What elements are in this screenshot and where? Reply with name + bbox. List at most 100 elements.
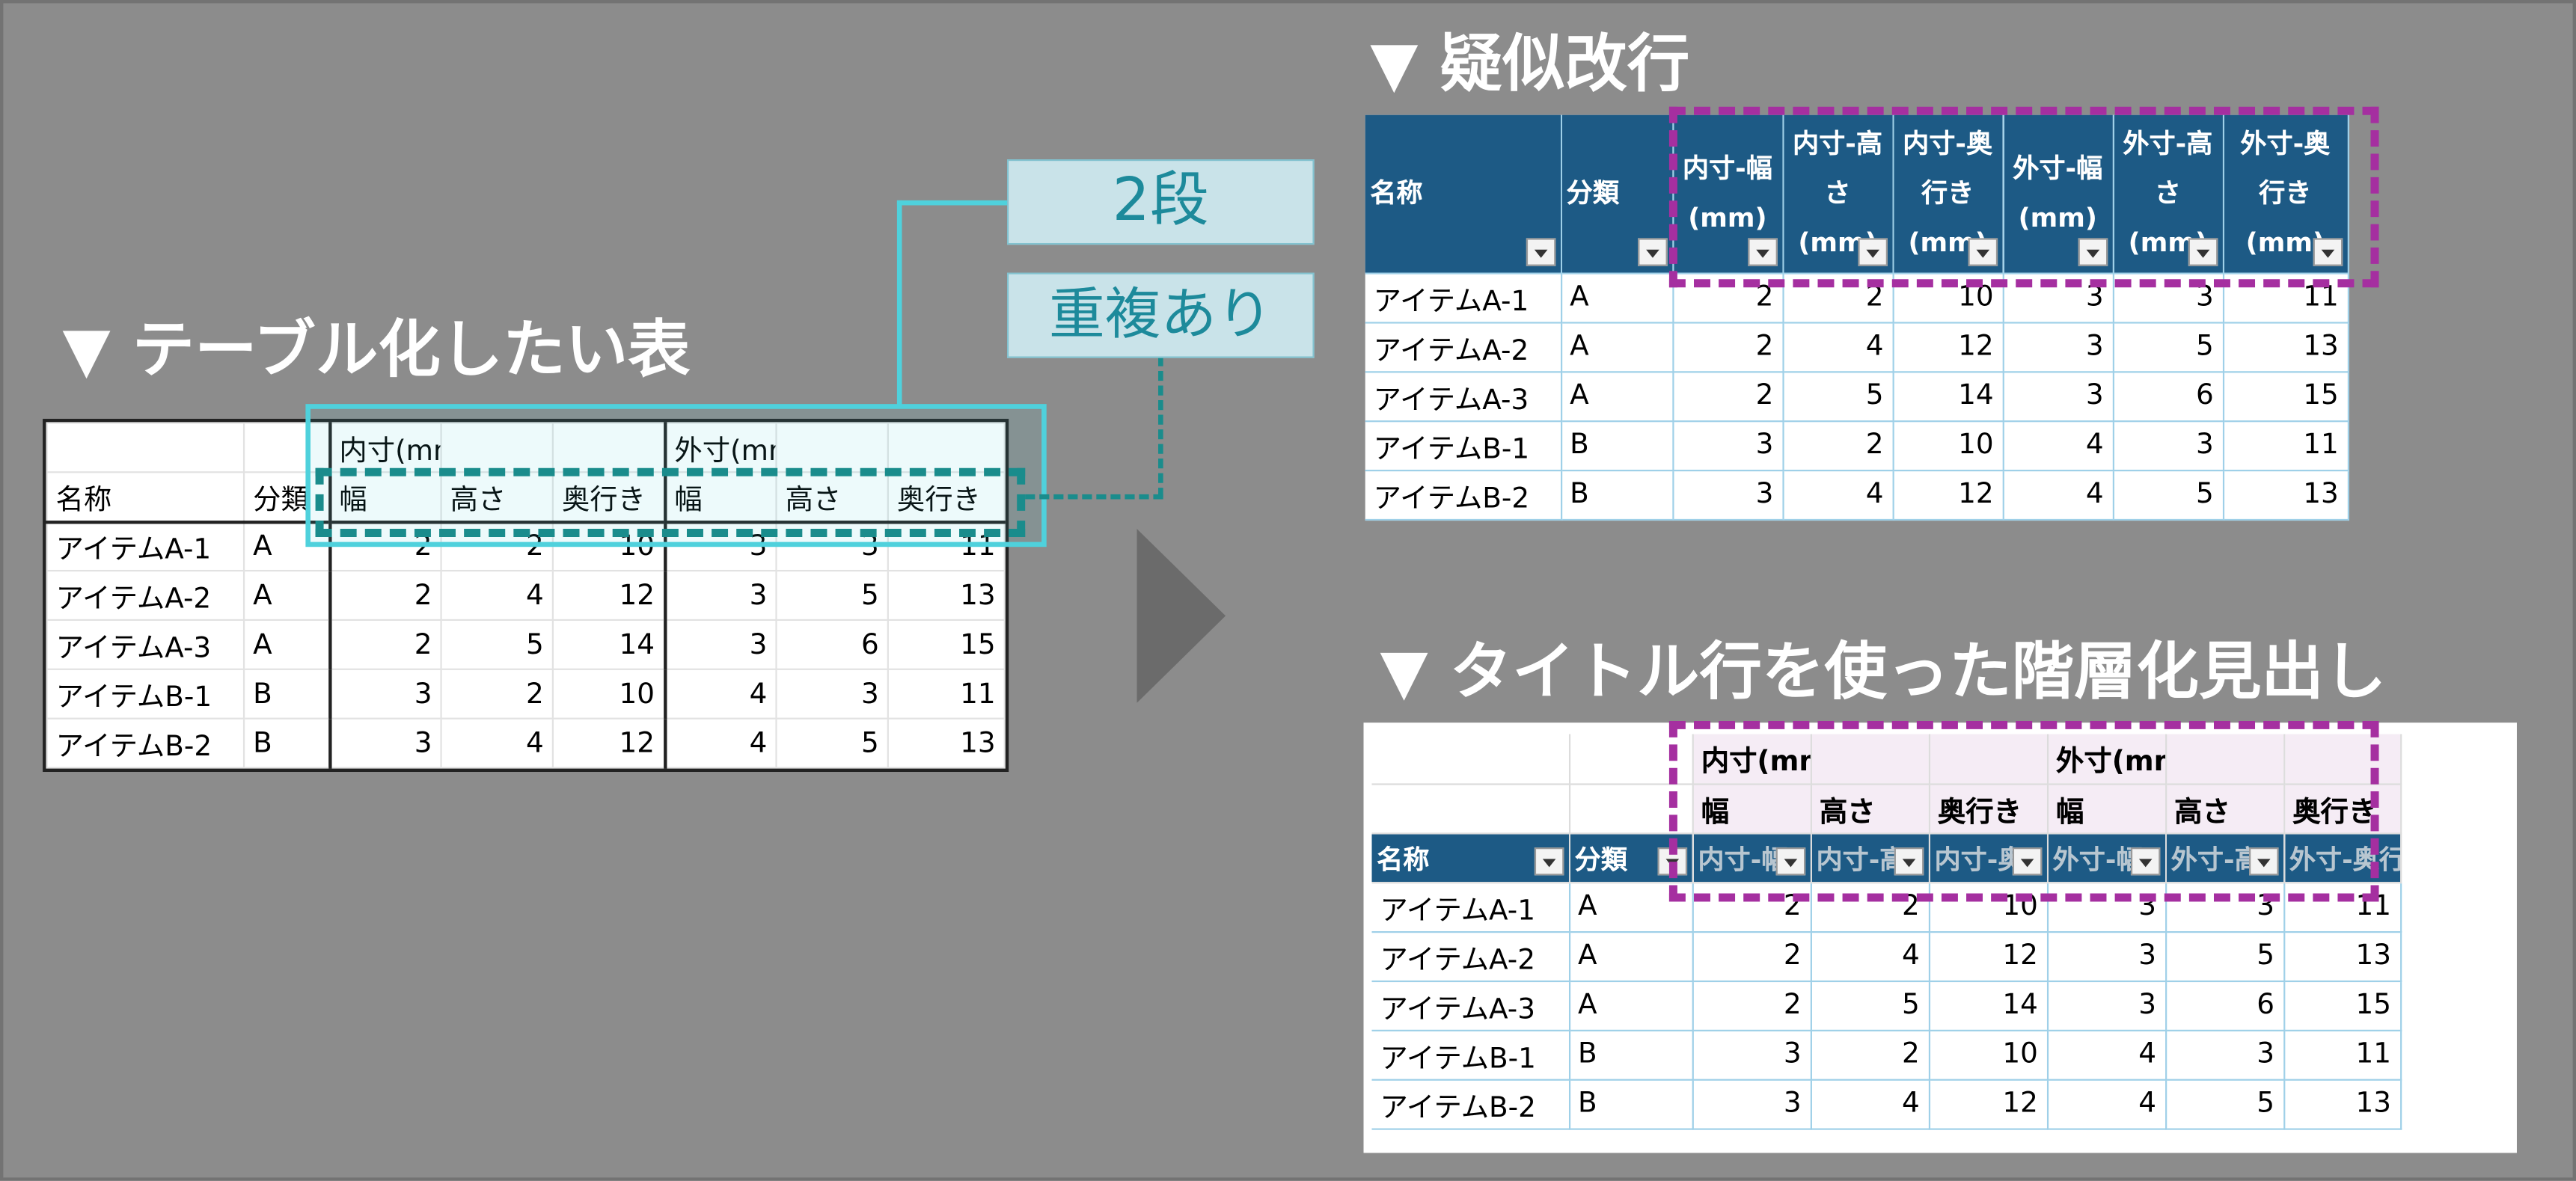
- cell: [2165, 734, 2285, 785]
- filter-dropdown-icon[interactable]: [1775, 846, 1805, 875]
- filter-dropdown-icon[interactable]: [2248, 846, 2278, 875]
- hier-header-cell: 内寸-幅: [1692, 832, 1811, 883]
- item-name-cell: アイテムB-1: [1371, 1029, 1570, 1080]
- filter-dropdown-icon[interactable]: [1893, 846, 1924, 875]
- hier-header-cell: 名称: [1371, 832, 1570, 883]
- filter-dropdown-icon[interactable]: [2011, 846, 2042, 875]
- category-cell: A: [1561, 371, 1674, 422]
- value-cell: 5: [2165, 931, 2285, 981]
- pseudo-header-cell: 分類: [1561, 114, 1674, 274]
- header-label: 内寸-幅(mm): [1682, 152, 1772, 233]
- value-cell: 5: [2112, 322, 2224, 372]
- filter-dropdown-icon[interactable]: [1533, 846, 1564, 875]
- value-cell: 2: [1672, 371, 1784, 422]
- value-cell: 6: [775, 619, 889, 670]
- value-cell: 5: [1782, 371, 1894, 422]
- category-cell: B: [1568, 1029, 1693, 1080]
- value-cell: 5: [2165, 1079, 2285, 1129]
- value-cell: 3: [328, 668, 442, 720]
- filter-dropdown-icon[interactable]: [2187, 237, 2218, 266]
- header-label: 外寸-高: [2170, 844, 2261, 876]
- sub-label: 奥行き: [2283, 783, 2402, 834]
- value-cell: 4: [2002, 469, 2114, 520]
- sub-label: 奥行き: [1928, 783, 2049, 834]
- pseudo-header-cell: 外寸-奥行き(mm): [2222, 114, 2349, 274]
- filter-dropdown-icon[interactable]: [1637, 237, 1667, 266]
- heading-pseudo-linebreak: ▼ 疑似改行: [1370, 28, 1690, 100]
- value-cell: 12: [1892, 322, 2004, 372]
- pseudo-linebreak-table: 名称 分類 内寸-幅(mm) 内寸-高さ(mm) 内寸-奥行き(mm) 外寸-幅…: [1365, 114, 2349, 520]
- header-label: 名称: [1370, 177, 1423, 209]
- value-cell: 12: [551, 717, 666, 769]
- item-name-cell: アイテムB-2: [46, 717, 245, 769]
- sub-label: 幅: [1692, 783, 1811, 834]
- pseudo-header-highlight: [1668, 106, 2379, 288]
- filter-dropdown-icon[interactable]: [1857, 237, 1887, 266]
- header-label: 名称: [1377, 844, 1430, 876]
- pseudo-header-cell: 外寸-高さ(mm): [2112, 114, 2224, 274]
- value-cell: 15: [887, 619, 1006, 670]
- value-cell: 3: [1672, 420, 1784, 471]
- arrow-right-icon: [1136, 529, 1226, 703]
- value-cell: 11: [887, 668, 1006, 720]
- connector-line: [896, 200, 1009, 206]
- sub-label: 高さ: [2165, 783, 2285, 834]
- value-cell: 5: [775, 717, 889, 769]
- filter-dropdown-icon[interactable]: [2129, 846, 2160, 875]
- value-cell: 13: [2222, 322, 2349, 372]
- value-cell: 4: [663, 717, 777, 769]
- item-name-cell: アイテムB-1: [1365, 420, 1562, 471]
- value-cell: 12: [1928, 931, 2049, 981]
- value-cell: 5: [775, 569, 889, 622]
- value-cell: 13: [2222, 469, 2349, 520]
- connector-line: [896, 200, 902, 406]
- value-cell: 4: [1782, 322, 1894, 372]
- value-cell: 3: [2046, 980, 2167, 1031]
- hier-group-row: 内寸(mm) 外寸(mm): [1371, 734, 2402, 785]
- heading-hierarchical: ▼ タイトル行を使った階層化見出し: [1380, 635, 2387, 708]
- value-cell: 3: [2002, 371, 2114, 422]
- filter-dropdown-icon[interactable]: [1747, 237, 1777, 266]
- value-cell: 10: [551, 668, 666, 720]
- value-cell: 4: [440, 569, 554, 622]
- filter-dropdown-icon[interactable]: [1967, 237, 1997, 266]
- filter-dropdown-icon[interactable]: [1525, 237, 1555, 266]
- value-cell: 3: [1672, 469, 1784, 520]
- value-cell: 2: [1672, 322, 1784, 372]
- hier-header-cell: 外寸-幅: [2046, 832, 2167, 883]
- value-cell: 4: [2046, 1079, 2167, 1129]
- header-cell: 幅: [328, 471, 442, 523]
- header-label: 外寸-幅: [2052, 844, 2143, 876]
- header-label: 分類: [1566, 177, 1619, 209]
- value-cell: 3: [328, 717, 442, 769]
- pseudo-header-row: 名称 分類 内寸-幅(mm) 内寸-高さ(mm) 内寸-奥行き(mm) 外寸-幅…: [1365, 114, 2349, 274]
- item-name-cell: アイテムB-2: [1371, 1079, 1570, 1129]
- category-cell: A: [242, 619, 331, 670]
- header-cell: 幅: [663, 471, 777, 523]
- filter-dropdown-icon[interactable]: [2312, 237, 2343, 266]
- cell: [1810, 734, 1930, 785]
- pseudo-header-cell: 内寸-幅(mm): [1672, 114, 1784, 274]
- value-cell: 4: [2046, 1029, 2167, 1080]
- value-cell: 2: [1782, 420, 1894, 471]
- value-cell: 13: [887, 569, 1006, 622]
- sub-label: 高さ: [1810, 783, 1930, 834]
- value-cell: 5: [2112, 469, 2224, 520]
- filter-dropdown-icon[interactable]: [2077, 237, 2108, 266]
- header-label: 内寸-高: [1816, 844, 1906, 876]
- item-name-cell: アイテムB-2: [1365, 469, 1562, 520]
- header-label: 外寸-幅(mm): [2013, 152, 2103, 233]
- hierarchical-table: 内寸(mm) 外寸(mm) 幅 高さ 奥行き 幅 高さ 奥行き 名称 分類 内寸…: [1371, 734, 2402, 1129]
- value-cell: 4: [663, 668, 777, 720]
- value-cell: 14: [1928, 980, 2049, 1031]
- category-cell: B: [1561, 420, 1674, 471]
- category-cell: A: [1561, 272, 1674, 323]
